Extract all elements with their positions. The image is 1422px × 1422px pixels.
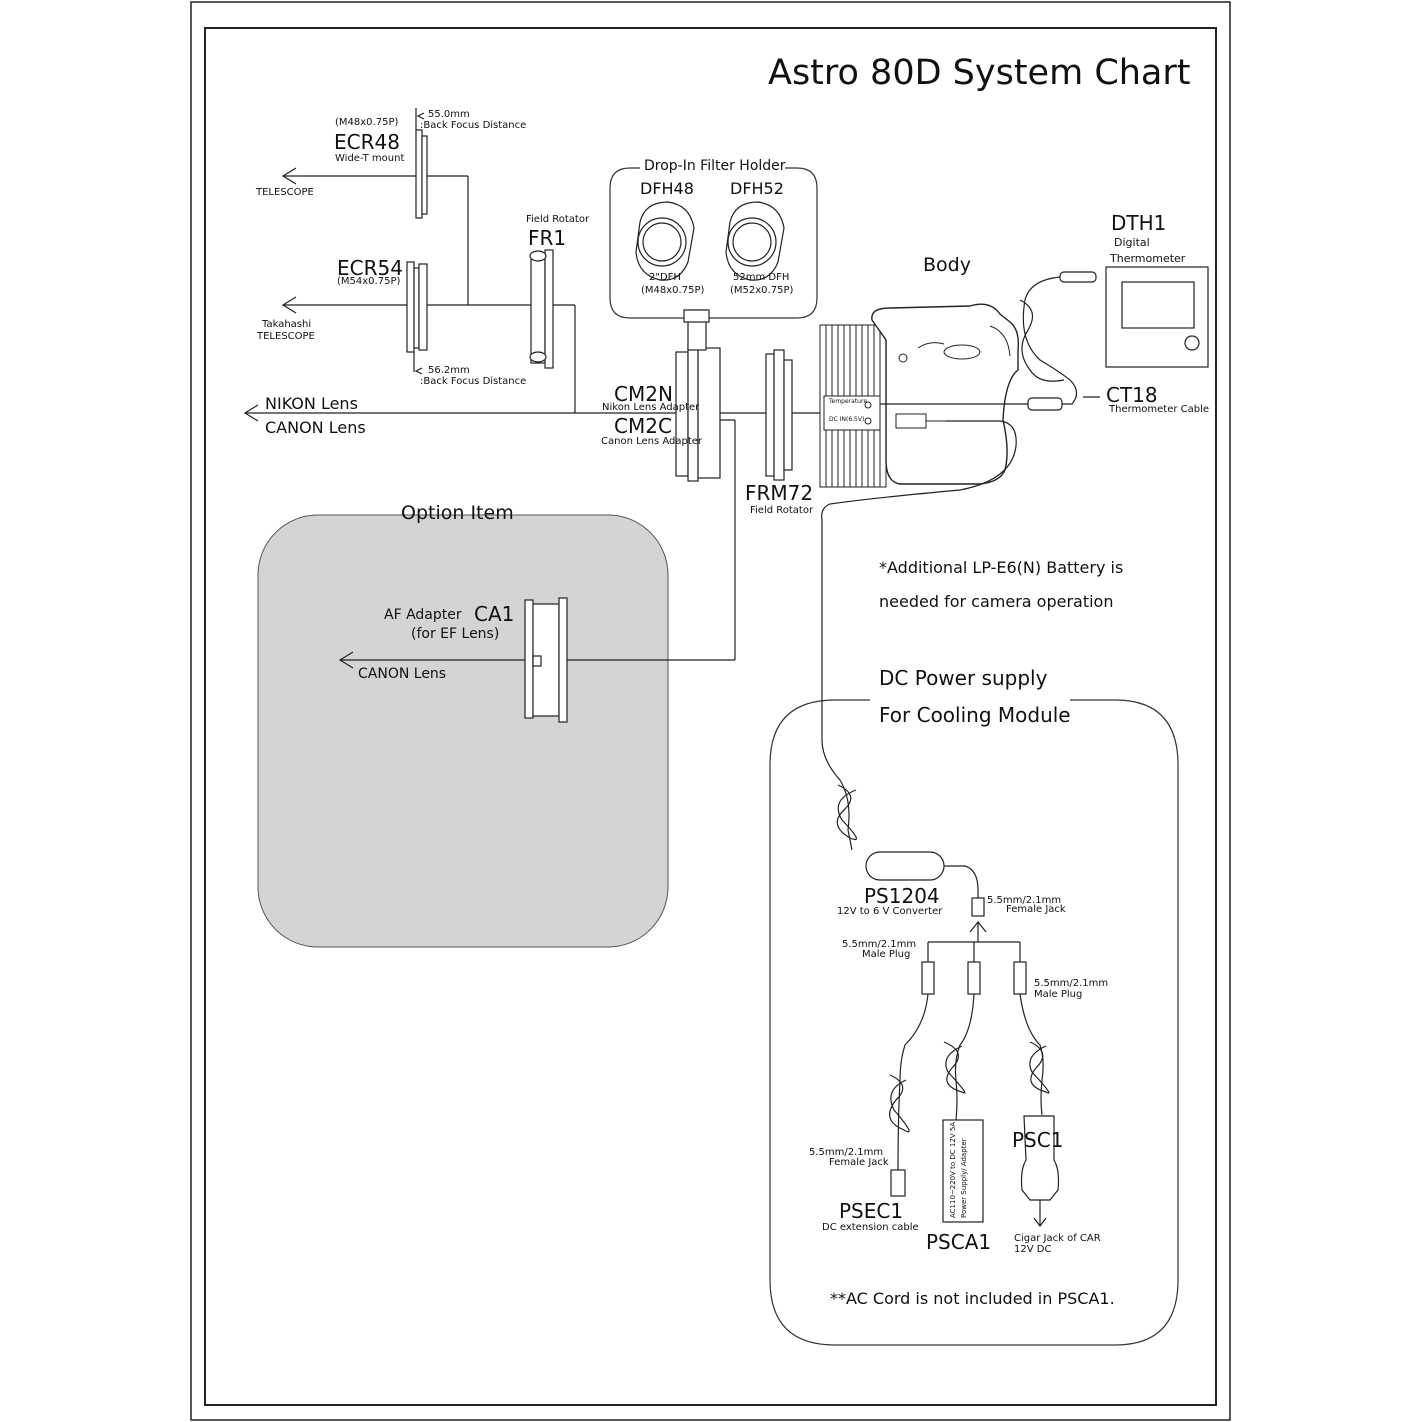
body-label: Body — [923, 254, 971, 276]
dth1-code: DTH1 — [1111, 211, 1167, 235]
psca1-adapter-line1: AC110~220V to DC 12V 5A — [949, 1121, 957, 1218]
ecr48-code: ECR48 — [334, 130, 400, 154]
cooling-temp-label: Temperature — [829, 398, 868, 405]
dfh48-drawing — [635, 201, 695, 281]
option-item-box — [257, 514, 669, 948]
dfh48-code: DFH48 — [640, 179, 694, 198]
psca1-code: PSCA1 — [926, 1230, 992, 1254]
psc1-line1: Cigar Jack of CAR — [1014, 1233, 1101, 1244]
power-cable — [821, 420, 1017, 917]
ecr48-bfd: 55.0mm — [428, 109, 470, 120]
female-jack-line2: Female Jack — [1006, 904, 1066, 915]
cooling-dc-label: DC IN(6.5V) — [829, 416, 865, 423]
ac-cord-note: **AC Cord is not included in PSCA1. — [830, 1289, 1115, 1308]
frm72-code: FRM72 — [745, 481, 814, 505]
ca1-lens-label: CANON Lens — [358, 666, 447, 682]
dc-power-box — [769, 699, 1179, 1346]
psc1-line2: 12V DC — [1014, 1244, 1052, 1255]
filter-holder-title: Drop-In Filter Holder — [644, 158, 786, 174]
canon-lens-label: CANON Lens — [265, 418, 366, 437]
frm72-sub: Field Rotator — [750, 505, 814, 516]
ecr54-code: ECR54 — [337, 256, 403, 280]
ecr54-adapter — [406, 261, 428, 375]
ecr54-bfd-label: :Back Focus Distance — [420, 376, 527, 387]
ct18-cable — [880, 276, 1100, 411]
nikon-lens-label: NIKON Lens — [265, 394, 358, 413]
psec1-jack-line2: Female Jack — [829, 1157, 889, 1168]
dfh48-thread: (M48x0.75P) — [641, 285, 705, 296]
ct18-code: CT18 — [1106, 383, 1158, 407]
cm2c-code: CM2C — [614, 414, 672, 438]
psca1-adapter-line2: Power Supply/ Adapter — [960, 1138, 968, 1218]
dfh52-thread: (M52x0.75P) — [730, 285, 794, 296]
dth1-line1: Digital — [1114, 236, 1150, 249]
dth1-line2: Thermometer — [1110, 252, 1186, 265]
ps1204-sub: 12V to 6 V Converter — [837, 906, 943, 917]
ecr54-destination-line2: TELESCOPE — [257, 331, 315, 342]
option-item-title: Option Item — [401, 502, 514, 524]
distribution-tree — [889, 921, 1060, 1227]
cm2n-code: CM2N — [614, 382, 673, 406]
dth1-thermometer — [1059, 266, 1209, 368]
dfh52-size: 52mm DFH — [733, 272, 790, 283]
dc-power-title-line2: For Cooling Module — [879, 703, 1071, 727]
psc1-code: PSC1 — [1012, 1128, 1064, 1152]
dfh48-size: 2"DFH — [649, 272, 681, 283]
dfh52-code: DFH52 — [730, 179, 784, 198]
ecr48-sub: Wide-T mount — [335, 153, 405, 164]
ecr54-destination-line1: Takahashi — [262, 319, 312, 330]
battery-note-line1: *Additional LP-E6(N) Battery is — [879, 558, 1124, 577]
arrow-heads — [243, 167, 354, 669]
ca1-af-label: AF Adapter — [384, 607, 462, 623]
outer-frame — [190, 1, 1231, 1421]
ecr48-adapter — [415, 108, 428, 219]
ca1-adapter — [524, 597, 568, 723]
fr1-caption: Field Rotator — [526, 214, 590, 225]
ca1-sub: (for EF Lens) — [411, 626, 500, 642]
female-jack-line1: 5.5mm/2.1mm — [987, 895, 1062, 906]
male-plug-left-line2: Male Plug — [862, 949, 911, 960]
cm2n-sub: Nikon Lens Adapter — [602, 402, 700, 413]
fr1-rotator — [529, 249, 554, 369]
inner-frame — [204, 27, 1217, 1406]
camera-body — [871, 303, 1020, 485]
ecr54-thread: (M54x0.75P) — [337, 276, 401, 287]
ecr54-bfd: 56.2mm — [428, 365, 470, 376]
psec1-jack-line1: 5.5mm/2.1mm — [809, 1147, 884, 1158]
psec1-code: PSEC1 — [839, 1199, 904, 1223]
cm2-adapter — [675, 309, 721, 482]
male-plug-right-line2: Male Plug — [1034, 989, 1083, 1000]
battery-note-line2: needed for camera operation — [879, 592, 1114, 611]
ct18-sub: Thermometer Cable — [1109, 404, 1210, 415]
male-plug-left-line1: 5.5mm/2.1mm — [842, 939, 917, 950]
dc-power-title-line1: DC Power supply — [879, 666, 1048, 690]
camera-details — [895, 325, 1011, 429]
dfh52-drawing — [725, 201, 785, 281]
male-plug-right-line1: 5.5mm/2.1mm — [1034, 978, 1109, 989]
ecr48-bfd-label: :Back Focus Distance — [420, 120, 527, 131]
ps1204-code: PS1204 — [864, 884, 940, 908]
cooling-module — [819, 324, 887, 488]
filter-holder-box — [609, 167, 818, 319]
frm72-rotator — [765, 349, 793, 481]
chart-title: Astro 80D System Chart — [768, 53, 1191, 93]
fr1-code: FR1 — [528, 226, 567, 250]
ecr48-destination: TELESCOPE — [256, 187, 314, 198]
cm2c-sub: Canon Lens Adapter — [601, 436, 703, 447]
ca1-code: CA1 — [474, 602, 515, 626]
ecr48-thread: (M48x0.75P) — [335, 117, 399, 128]
psec1-sub: DC extension cable — [822, 1222, 919, 1233]
